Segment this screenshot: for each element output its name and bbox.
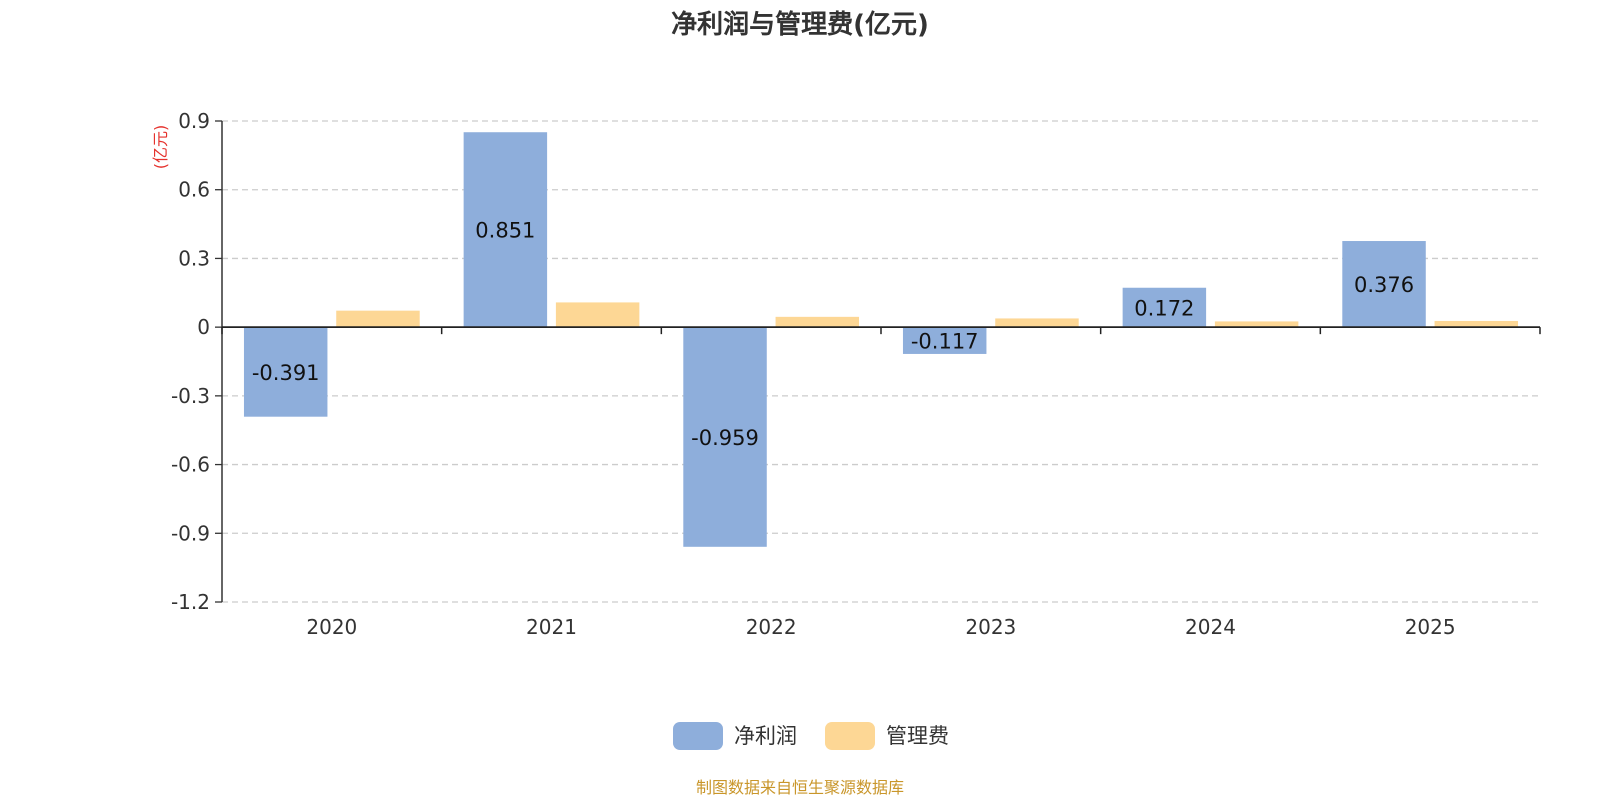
data-label: -0.117 — [911, 330, 979, 354]
y-tick-label: -0.9 — [171, 521, 210, 545]
bar-admin-expense — [336, 310, 420, 328]
y-tick-label: -0.3 — [171, 384, 210, 408]
data-labels: -0.391 0.851 -0.959 -0.117 0.172 0.376 — [252, 219, 1414, 450]
bar-net-profit — [902, 327, 987, 354]
y-tick-label: -0.6 — [171, 453, 210, 477]
legend-swatch — [825, 722, 875, 750]
axes: 0.9 0.6 0.3 0 -0.3 -0.6 -0.9 -1.2 2020 2021 2022 20… — [171, 109, 1541, 639]
legend-item[interactable]: 管理费 — [825, 722, 949, 750]
data-label: -0.391 — [252, 361, 320, 385]
bar-admin-expense — [555, 302, 640, 328]
bar-admin-expense — [1434, 320, 1519, 328]
x-tick-label: 2025 — [1405, 615, 1456, 639]
bar-net-profit — [683, 327, 767, 547]
y-axis-unit-label: (亿元) — [151, 125, 170, 170]
legend-label: 净利润 — [734, 724, 797, 748]
bar-admin-expense — [1214, 321, 1299, 328]
chart-title: 净利润与管理费(亿元) — [671, 9, 929, 40]
legend-swatch — [673, 722, 723, 750]
legend-item[interactable]: 净利润 — [673, 722, 797, 750]
bar-net-profit — [463, 132, 548, 328]
x-tick-label: 2024 — [1185, 615, 1236, 639]
y-tick-label: 0.3 — [178, 246, 210, 270]
data-label: 0.172 — [1134, 296, 1194, 320]
y-tick-label: 0 — [197, 315, 210, 339]
source-note: 制图数据来自恒生聚源数据库 — [696, 778, 904, 797]
data-label: 0.376 — [1354, 273, 1414, 297]
x-tick-label: 2023 — [965, 615, 1016, 639]
bar-net-profit — [1342, 241, 1426, 328]
legend-label: 管理费 — [886, 724, 949, 748]
bar-net-profit — [243, 327, 328, 417]
legend: 净利润 管理费 — [673, 722, 949, 750]
y-tick-label: 0.6 — [178, 178, 210, 202]
data-label: -0.959 — [691, 426, 759, 450]
bars — [243, 132, 1519, 547]
x-tick-label: 2021 — [526, 615, 577, 639]
y-tick-label: -1.2 — [171, 590, 210, 614]
x-tick-label: 2020 — [306, 615, 357, 639]
bar-net-profit — [1122, 287, 1207, 328]
bar-admin-expense — [995, 318, 1079, 328]
gridlines — [222, 120, 1540, 603]
x-tick-label: 2022 — [746, 615, 797, 639]
data-label: 0.851 — [475, 219, 535, 243]
y-tick-label: 0.9 — [178, 109, 210, 133]
bar-admin-expense — [775, 316, 860, 328]
